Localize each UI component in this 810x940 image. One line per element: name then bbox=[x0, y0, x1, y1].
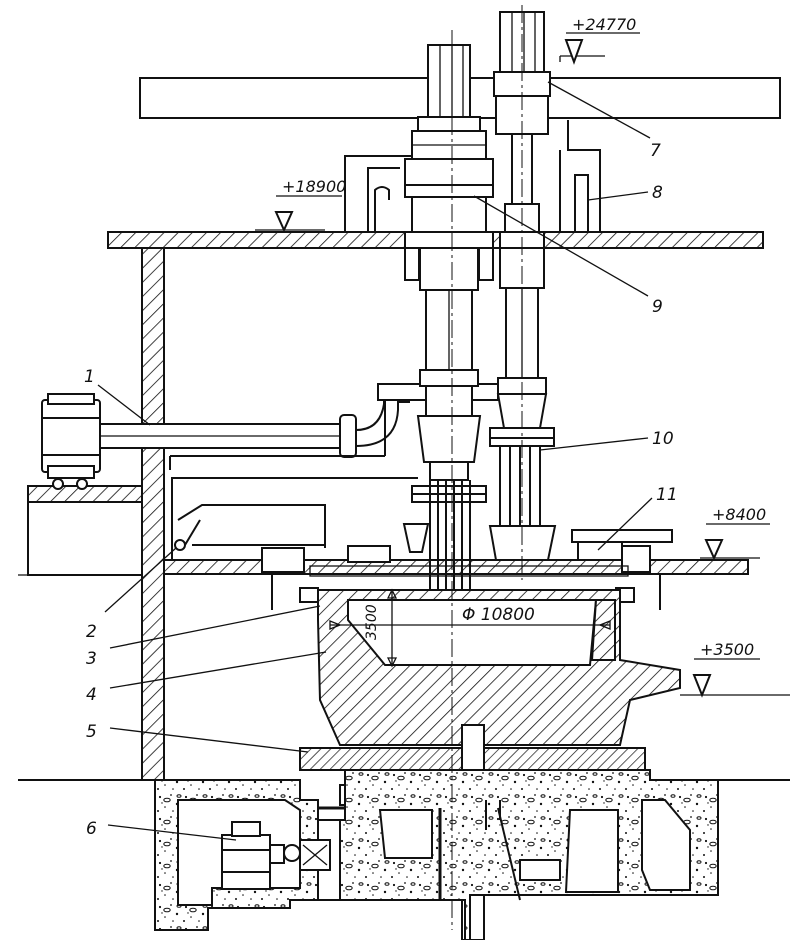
elevation-mark-top: +24770 bbox=[559, 15, 640, 65]
upper-frames bbox=[344, 120, 601, 232]
tilt-drive-motor bbox=[221, 821, 331, 890]
left-platform bbox=[18, 485, 143, 576]
left-column bbox=[141, 247, 165, 781]
electrode-motor bbox=[41, 393, 101, 490]
dimension-height: 3500 bbox=[364, 604, 380, 640]
callout-10: 10 bbox=[539, 429, 674, 451]
hoist-frame bbox=[171, 477, 418, 560]
electrode-left bbox=[402, 44, 494, 602]
callout-label-1: 1 bbox=[84, 367, 95, 387]
furnace-roof bbox=[261, 529, 673, 610]
callout-1: 1 bbox=[84, 367, 151, 426]
callout-4: 4 bbox=[86, 651, 327, 705]
callout-label-3: 3 bbox=[86, 649, 97, 669]
callout-label-10: 10 bbox=[652, 429, 674, 449]
callout-6: 6 bbox=[86, 819, 237, 841]
callout-2: 2 bbox=[86, 547, 177, 642]
callout-label-8: 8 bbox=[652, 183, 663, 203]
callout-9: 9 bbox=[473, 195, 663, 317]
callout-11: 11 bbox=[597, 485, 678, 551]
dimension-diameter: Φ 10800 bbox=[462, 605, 535, 625]
elevation-mark-working: +8400 bbox=[700, 505, 770, 561]
elevation-mark-upper: +18900 bbox=[255, 177, 346, 233]
furnace-shell bbox=[317, 588, 681, 746]
callout-label-11: 11 bbox=[656, 485, 678, 505]
callout-5: 5 bbox=[86, 722, 309, 753]
elevation-label-top: +24770 bbox=[572, 15, 636, 34]
callout-label-5: 5 bbox=[86, 722, 97, 742]
callout-label-9: 9 bbox=[652, 297, 663, 317]
callout-label-2: 2 bbox=[86, 622, 97, 642]
callout-8: 8 bbox=[587, 183, 663, 203]
elevation-mark-lower: +3500 bbox=[680, 640, 790, 698]
callout-label-6: 6 bbox=[86, 819, 97, 839]
callout-label-4: 4 bbox=[86, 685, 97, 705]
callout-3: 3 bbox=[86, 605, 321, 669]
callout-label-7: 7 bbox=[650, 141, 661, 161]
elevation-label-working: +8400 bbox=[712, 505, 766, 524]
elevation-label-lower: +3500 bbox=[700, 640, 754, 659]
foundation bbox=[18, 769, 790, 940]
callout-7: 7 bbox=[547, 81, 661, 161]
elevation-label-upper: +18900 bbox=[282, 177, 346, 196]
